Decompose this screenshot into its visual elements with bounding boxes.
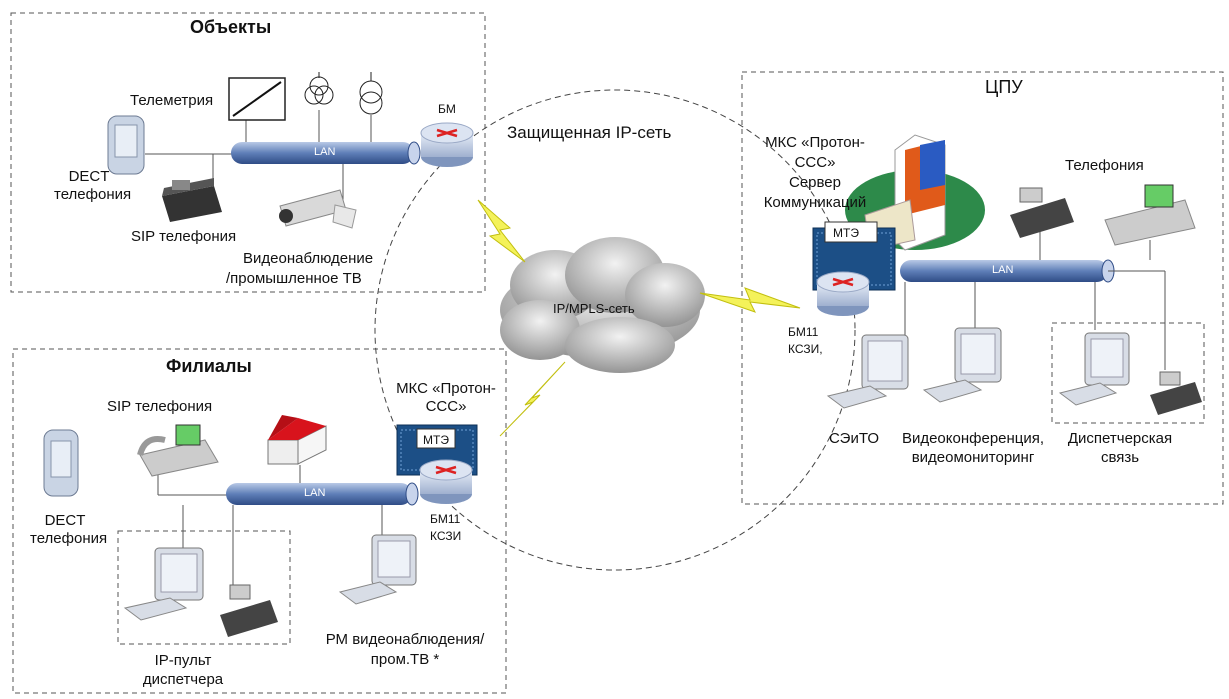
bm-label: БМ [438, 102, 456, 116]
dect-label-2: телефония [54, 186, 132, 203]
lightning-icon-2 [499, 361, 566, 437]
dispatcher-box [117, 530, 291, 645]
branch-sip-label: SIP телефония [107, 398, 213, 415]
monitor-icon-vc [922, 327, 1002, 403]
seito-label: СЭиТО [829, 430, 879, 447]
cpu-mks-1: МКС «Протон- [765, 134, 865, 151]
vc-label-1: Видеоконференция, [901, 430, 1045, 447]
cpu-bm-1: БМ11 [788, 325, 819, 339]
monitor-icon-dispatcher [123, 547, 204, 621]
branch-bm-1: БМ11 [430, 512, 461, 526]
ip-console-2: диспетчера [142, 671, 224, 688]
rm-label-2: пром.ТВ * [370, 651, 440, 668]
cpu-title: ЦПУ [985, 77, 1023, 97]
lightning-icon [477, 199, 526, 263]
monitor-icon-seito [826, 334, 909, 409]
cpu-telephony-label: Телефония [1065, 157, 1144, 174]
bm-router-icon [420, 122, 474, 167]
branches-zone-box [12, 348, 507, 694]
branch-dect-1: DECT [44, 512, 86, 529]
branch-mks-2: ССС» [425, 398, 467, 415]
objects-title: Объекты [190, 17, 272, 37]
ip-console-1: IP-пульт [154, 652, 212, 669]
branches-title: Филиалы [166, 356, 252, 376]
objects-lan-bar [231, 142, 414, 164]
camera-icon [279, 189, 357, 229]
telemetry-label: Телеметрия [130, 92, 214, 109]
objects-lan-label: LAN [314, 146, 336, 158]
house-icon [267, 415, 327, 465]
branch-mks-1: МКС «Протон- [396, 380, 496, 397]
branches-lan-label: LAN [304, 487, 326, 499]
dect-phone-icon-branch [43, 429, 79, 497]
branch-bm-2: КСЗИ [430, 529, 462, 543]
cpu-lan-bar [900, 260, 1108, 282]
bm11-router-cpu [816, 271, 870, 316]
video-label-1: Видеонаблюдение [243, 250, 374, 267]
vc-label-2: видеомониторинг [911, 449, 1035, 466]
branch-mte-label: МТЭ [423, 433, 449, 447]
video-label-2: /промышленное ТВ [226, 270, 362, 287]
disp-link-box [1051, 322, 1205, 424]
cpu-bm-2: КСЗИ, [788, 342, 823, 356]
phone-icon-cpu-2 [1104, 184, 1196, 246]
bm11-router-branch [419, 459, 473, 504]
transformer-icon [304, 72, 334, 105]
phone-icon-disp [1150, 371, 1202, 415]
sip-phone-icon-branch [137, 424, 219, 477]
mpls-cloud [500, 237, 705, 373]
cpu-lan-label: LAN [992, 264, 1014, 276]
secure-net-circle [374, 89, 856, 571]
cpu-zone-box [741, 71, 1224, 505]
phone-icon-dispatcher [220, 584, 278, 637]
branch-dect-2: телефония [30, 530, 108, 547]
cpu-mte-label: МТЭ [833, 226, 859, 240]
lightning-icon-3 [699, 287, 801, 313]
dect-label-1: DECT [68, 168, 110, 185]
monitor-icon-rm [338, 534, 417, 605]
objects-zone-box [10, 12, 486, 293]
disp-label-2: связь [1100, 449, 1140, 466]
cpu-mks-2: ССС» [794, 154, 836, 171]
branches-lan-bar [226, 483, 412, 505]
mpls-label: IP/MPLS-сеть [553, 301, 635, 316]
secure-net-label: Защищенная IP-сеть [507, 123, 672, 142]
rm-label-1: РМ видеонаблюдения/ [325, 631, 485, 648]
sip-phone-icon [162, 178, 222, 222]
cpu-mks-3: Сервер [788, 174, 841, 191]
sip-label: SIP телефония [131, 228, 237, 245]
transformer-icon-2 [359, 72, 383, 115]
dect-phone-icon [107, 115, 145, 175]
cpu-mks-4: Коммуникаций [763, 194, 867, 211]
disp-label-1: Диспетчерская [1067, 430, 1173, 447]
phone-icon-cpu [1010, 187, 1074, 238]
monitor-icon-disp [1058, 332, 1130, 406]
